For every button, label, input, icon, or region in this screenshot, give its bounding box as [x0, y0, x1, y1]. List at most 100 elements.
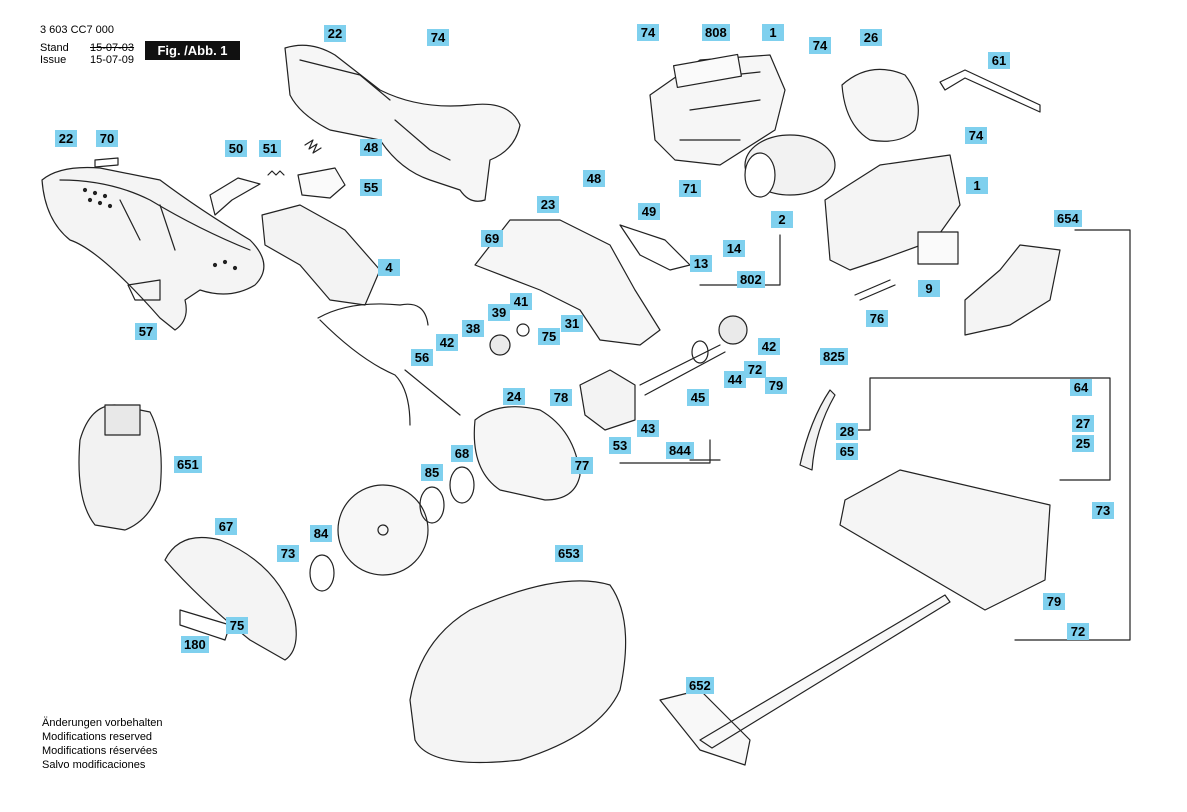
bearing-housing-53 [579, 369, 636, 431]
gear-44 [718, 315, 748, 345]
spindle-43 [639, 344, 726, 396]
callout-label: 42 [436, 334, 458, 351]
callout-label: 77 [571, 457, 593, 474]
callout-label: 23 [537, 196, 559, 213]
callout-label: 64 [1070, 379, 1092, 396]
callout-label: 38 [462, 320, 484, 337]
callout-label: 31 [561, 315, 583, 332]
callout-label: 85 [421, 464, 443, 481]
dust-adapter-654 [964, 244, 1061, 336]
callout-label: 67 [215, 518, 237, 535]
switch-cover-55 [297, 167, 346, 199]
callout-label: 53 [609, 437, 631, 454]
callout-label: 43 [637, 420, 659, 437]
callout-label: 42 [758, 338, 780, 355]
spring-56 [404, 369, 461, 416]
callout-label: 45 [687, 389, 709, 406]
label-808 [672, 53, 743, 88]
callout-label: 61 [988, 52, 1010, 69]
leader-lines [619, 229, 1131, 641]
callout-label: 180 [181, 636, 209, 653]
battery-651 [78, 404, 162, 531]
callout-label: 74 [427, 29, 449, 46]
callout-label: 808 [702, 24, 730, 41]
callout-label: 48 [360, 139, 382, 156]
callout-label: 652 [686, 677, 714, 694]
screw-76 [854, 279, 896, 301]
callout-label: 72 [744, 361, 766, 378]
callout-label: 73 [1092, 502, 1114, 519]
callout-label: 57 [135, 323, 157, 340]
callout-label: 79 [765, 377, 787, 394]
issue-label: Issue [40, 54, 67, 66]
callout-label: 49 [638, 203, 660, 220]
callout-label: 22 [324, 25, 346, 42]
ring-68 [449, 466, 475, 504]
callout-label: 24 [503, 388, 525, 405]
callout-label: 651 [174, 456, 202, 473]
callout-label: 65 [836, 443, 858, 460]
callout-label: 22 [55, 130, 77, 147]
callout-label: 75 [226, 617, 248, 634]
gear-39 [489, 334, 511, 356]
callout-label: 68 [451, 445, 473, 462]
callout-label: 79 [1043, 593, 1065, 610]
hex-key-61 [939, 69, 1041, 113]
note-line: Modifications réservées [42, 745, 158, 757]
issue-date: 15-07-09 [90, 54, 135, 66]
callout-label: 84 [310, 525, 332, 542]
note-line: Modifications reserved [42, 731, 153, 743]
stand-date: 15-07-03 [90, 42, 135, 54]
callout-label: 44 [724, 371, 746, 388]
callout-label: 73 [277, 545, 299, 562]
notes: Änderungen vorbehalten Modifications res… [42, 716, 162, 772]
washer-84 [309, 554, 335, 592]
saw-blade [337, 484, 429, 576]
spring-51 [267, 170, 285, 176]
callout-label: 4 [378, 259, 400, 276]
motor-2 [744, 134, 836, 198]
switch-button-50 [209, 177, 261, 216]
spring-48 [304, 139, 322, 154]
figure-label: Fig. /Abb. 1 [145, 41, 240, 60]
callout-label: 13 [690, 255, 712, 272]
callout-label: 825 [820, 348, 848, 365]
wire-harness [317, 303, 429, 426]
label-57 [127, 279, 161, 301]
gear-housing-23 [474, 219, 661, 346]
callout-label: 50 [225, 140, 247, 157]
riving-knife-28 [799, 389, 836, 471]
callout-label: 39 [488, 304, 510, 321]
callout-label: 1 [966, 177, 988, 194]
switch-plate-70 [94, 157, 119, 168]
callout-label: 76 [866, 310, 888, 327]
callout-label: 28 [836, 423, 858, 440]
blade-guard-24 [473, 406, 581, 501]
note-line: Salvo modificaciones [42, 759, 146, 771]
base-plate [839, 469, 1051, 611]
callout-label: 78 [550, 389, 572, 406]
callout-label: 41 [510, 293, 532, 310]
bearing-45 [691, 340, 709, 364]
plate-49 [619, 224, 691, 271]
charger-653 [409, 580, 627, 764]
flange-85 [419, 486, 445, 524]
callout-label: 26 [860, 29, 882, 46]
callout-label: 27 [1072, 415, 1094, 432]
callout-label: 654 [1054, 210, 1082, 227]
label-180 [179, 609, 231, 641]
callout-label: 51 [259, 140, 281, 157]
callout-label: 69 [481, 230, 503, 247]
callout-label: 48 [583, 170, 605, 187]
callout-label: 25 [1072, 435, 1094, 452]
callout-label: 74 [637, 24, 659, 41]
callout-label: 74 [809, 37, 831, 54]
callout-label: 844 [666, 442, 694, 459]
bearing-41 [516, 323, 530, 337]
motor-cap-26 [841, 68, 919, 142]
switch-4 [261, 204, 381, 306]
callout-label: 56 [411, 349, 433, 366]
note-line: Änderungen vorbehalten [42, 717, 163, 729]
callout-label: 653 [555, 545, 583, 562]
